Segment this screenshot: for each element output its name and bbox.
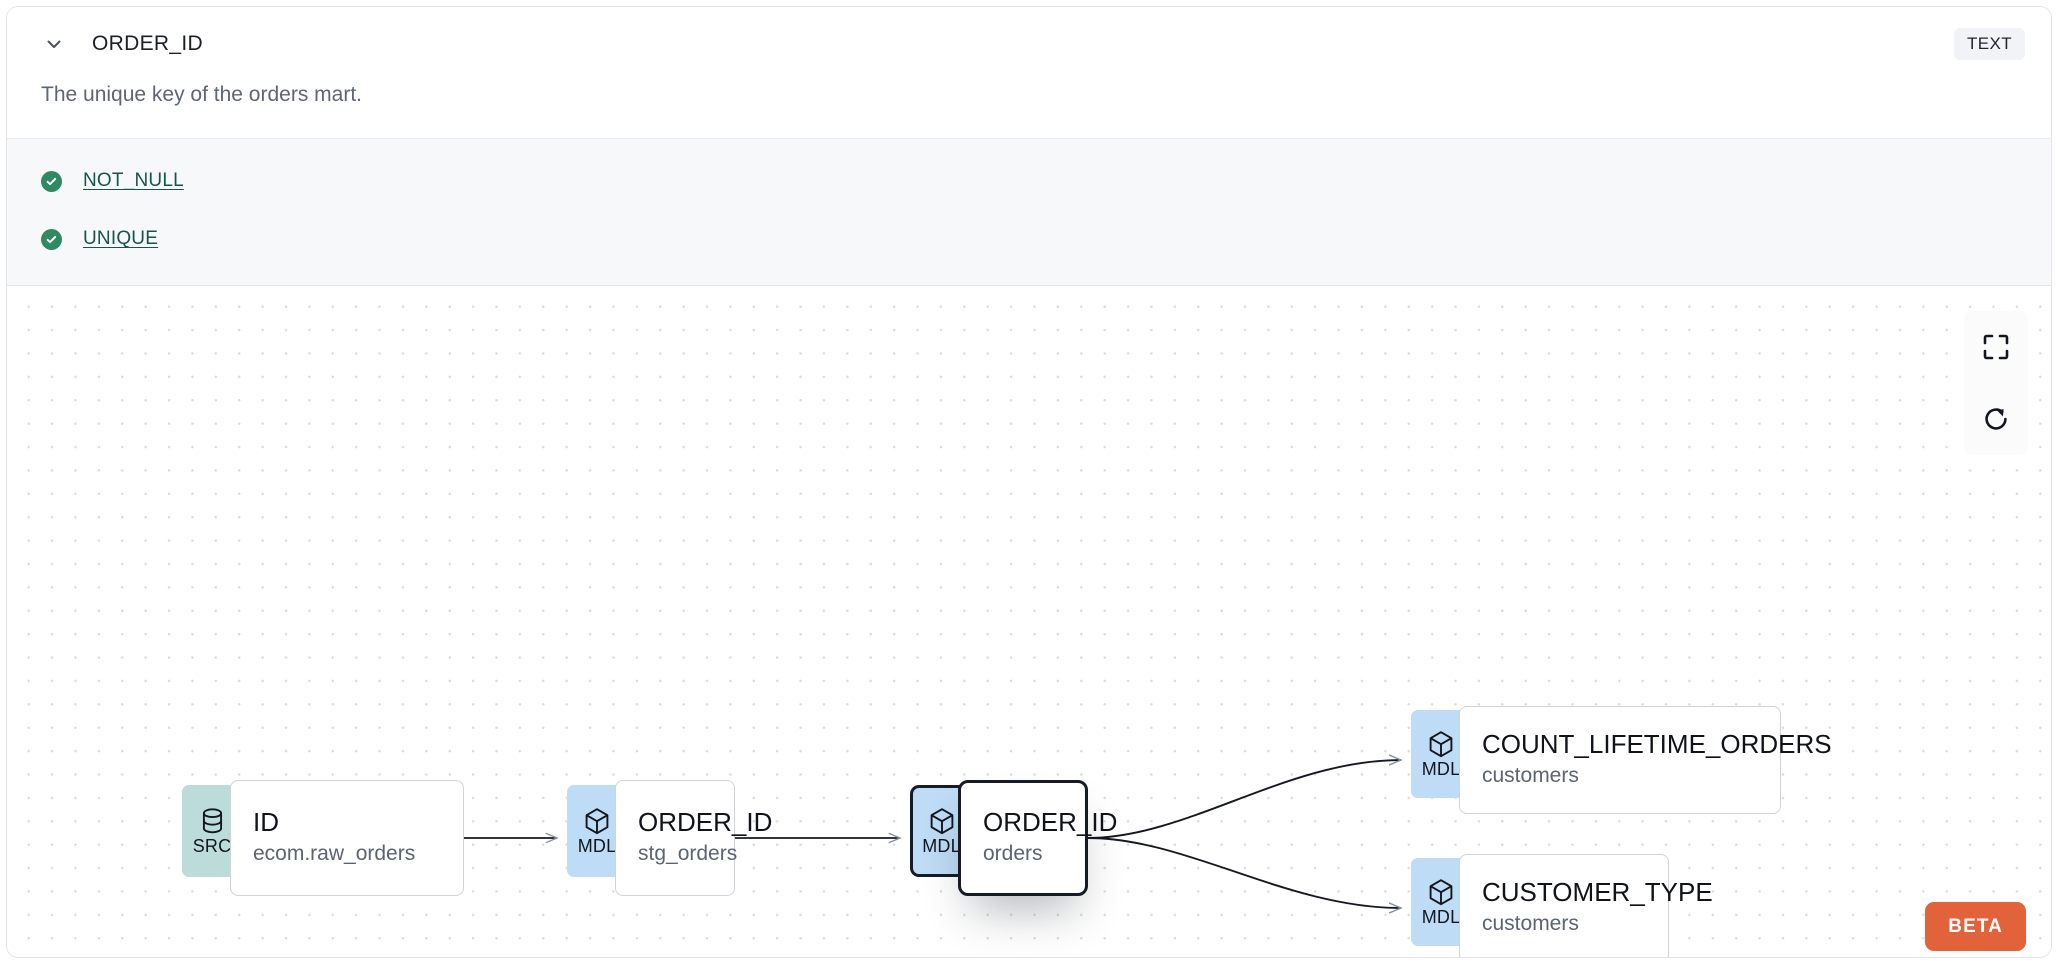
node-name: ORDER_ID [983,807,1118,838]
check-circle-icon [41,228,62,250]
node-subtitle: customers [1482,764,1579,787]
node-body: ORDER_ID orders [958,780,1118,897]
page-title: ORDER_ID [92,32,203,55]
node-name: ORDER_ID [638,807,773,838]
data-type-badge: TEXT [1953,28,2025,60]
cube-icon [583,806,611,836]
node-name: COUNT_LIFETIME_ORDERS [1482,729,1832,760]
column-description: The unique key of the orders mart. [7,81,2051,139]
fit-view-icon[interactable] [1964,311,2028,383]
node-name: CUSTOMER_TYPE [1482,877,1713,908]
node-badge-label: SRC [192,835,232,856]
cube-icon [928,806,956,836]
database-icon [199,806,226,836]
cube-icon [1427,729,1455,759]
node-body: CUSTOMER_TYPE customers [1459,854,1713,957]
test-row: NOT_NULL [41,161,2017,201]
chevron-down-icon[interactable] [41,31,67,57]
lineage-canvas[interactable]: SRC ID ecom.raw_orders [7,286,2051,957]
edge-orders-count [1087,760,1401,840]
edge-orders-ctype [1087,837,1401,908]
refresh-icon[interactable] [1964,383,2028,455]
column-detail-card: ORDER_ID TEXT The unique key of the orde… [6,6,2052,958]
node-subtitle: ecom.raw_orders [253,842,416,865]
node-badge-label: MDL [1421,906,1461,927]
cube-icon [1427,877,1455,907]
test-link-unique[interactable]: UNIQUE [83,228,159,250]
lineage-node-stg-order-id[interactable]: MDL ORDER_ID stg_orders [567,780,773,897]
lineage-node-count-lifetime-orders[interactable]: MDL COUNT_LIFETIME_ORDERS customers [1411,706,1832,815]
beta-badge[interactable]: BETA [1925,902,2026,952]
node-body: ORDER_ID stg_orders [615,780,773,897]
card-header: ORDER_ID TEXT [7,7,2051,81]
node-body: ID ecom.raw_orders [230,780,464,897]
tests-section: NOT_NULL UNIQUE [7,138,2051,287]
node-name: ID [253,807,279,838]
node-badge-label: MDL [1421,758,1461,779]
lineage-node-orders-order-id[interactable]: MDL ORDER_ID orders [910,780,1118,897]
test-link-not-null[interactable]: NOT_NULL [83,170,184,192]
test-row: UNIQUE [41,219,2017,259]
node-subtitle: stg_orders [638,842,738,865]
node-subtitle: customers [1482,912,1579,935]
check-circle-icon [41,170,62,192]
node-badge-label: MDL [922,835,961,856]
node-body: COUNT_LIFETIME_ORDERS customers [1459,706,1832,815]
lineage-node-src-id[interactable]: SRC ID ecom.raw_orders [182,780,464,897]
lineage-node-customer-type[interactable]: MDL CUSTOMER_TYPE customers [1411,854,1713,957]
node-badge-label: MDL [577,835,617,856]
canvas-controls [1964,311,2028,456]
node-subtitle: orders [983,842,1043,865]
